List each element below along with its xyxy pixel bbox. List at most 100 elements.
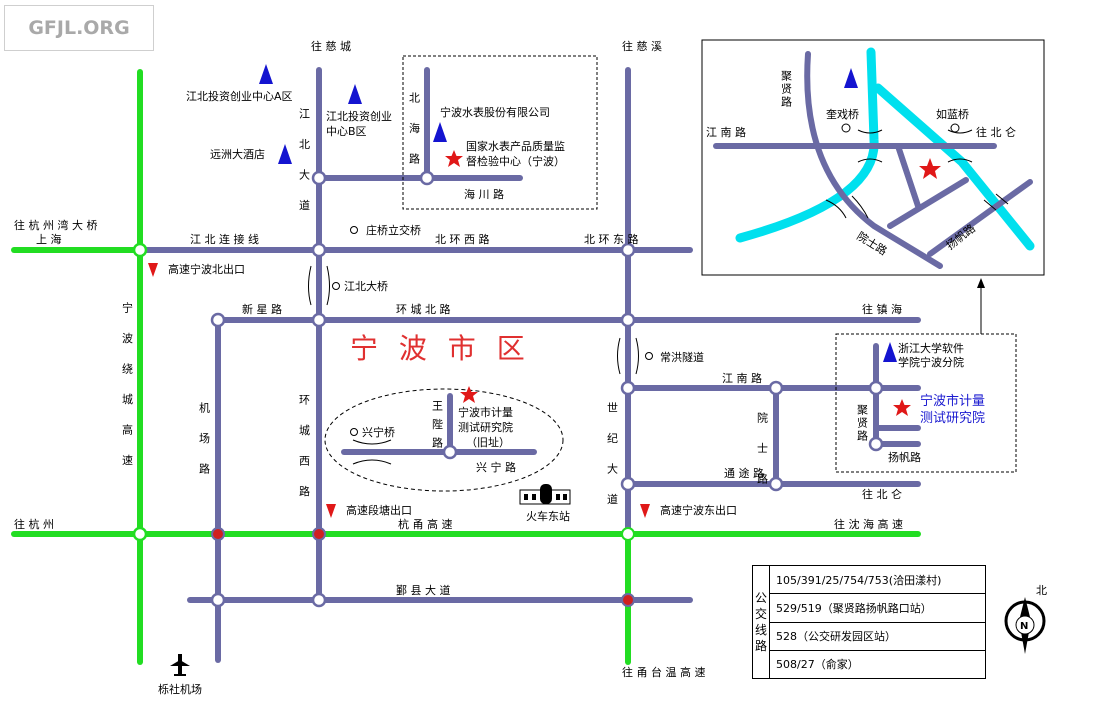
label-old-site-3: （旧址） (466, 435, 510, 449)
blue-triangle-icon (844, 68, 858, 88)
blue-triangle-icon (278, 144, 292, 164)
label-water-meter-co: 宁波水表股份有限公司 (440, 105, 550, 119)
inset-label-to-beilun: 往 北 仑 (976, 125, 1016, 139)
compass-north-label: 北 (1036, 584, 1047, 597)
star-markers (445, 150, 911, 416)
label-to-cixi: 往 慈 溪 (622, 39, 662, 53)
bridge-marks (308, 265, 639, 465)
inset-map (701, 39, 1045, 276)
label-jb-center-b1: 江北投资创业 (326, 109, 392, 123)
label-zhuangqiao: 庄桥立交桥 (366, 223, 421, 237)
label-to-hangzhou-bay: 往 杭 州 湾 大 桥 (14, 218, 97, 232)
label-qc-center-1: 国家水表产品质量监 (466, 139, 565, 153)
label-jiangbei-avenue: 江 北 大 道 (298, 108, 311, 219)
label-yuanshi: 院 士 路 (756, 411, 769, 492)
triangle-markers (259, 64, 897, 362)
label-shiji: 世 纪 大 道 (606, 402, 619, 513)
label-beihuan-west: 北 环 西 路 (435, 233, 490, 246)
water-meter-area (402, 55, 598, 210)
label-wangling: 王 陛 路 (431, 400, 444, 450)
compass-n-label: N (1020, 621, 1028, 632)
junctions (132, 170, 884, 608)
table-row: 508/27（俞家） (753, 649, 986, 680)
interchanges (211, 527, 635, 607)
label-exit-duantang: 高速段塘出口 (346, 503, 412, 517)
label-to-zhenhai: 往 镇 海 (862, 302, 902, 316)
red-star-icon (445, 150, 463, 167)
table-row: 公交线路 105/391/25/754/753(洽田漾村) (752, 564, 986, 679)
label-zju-1: 浙江大学软件 (898, 341, 964, 355)
compass-icon (1004, 597, 1046, 654)
bus-line-2: 529/519（聚贤路扬帆路口站） (769, 593, 986, 623)
label-beihuan-east: 北 环 东 路 (584, 233, 639, 246)
label-juxian-road: 聚贤路 (856, 404, 869, 443)
label-to-yongtaiwen: 往 甬 台 温 高 速 (622, 665, 705, 679)
airport-icon (170, 654, 190, 676)
exit-arrow-icon (640, 504, 650, 518)
label-lishe-airport: 栎社机场 (158, 682, 202, 696)
label-yuanzhou-hotel: 远洲大酒店 (210, 147, 265, 161)
label-jiangbei-bridge: 江北大桥 (344, 279, 388, 293)
label-to-shanghai: 上 海 (36, 232, 62, 246)
bus-line-4: 508/27（俞家） (769, 649, 986, 680)
label-old-site-2: 测试研究院 (458, 420, 513, 434)
small-circles (332, 226, 653, 436)
label-old-site-1: 宁波市计量 (458, 405, 513, 419)
label-yinxian: 鄞 县 大 道 (396, 583, 451, 597)
old-site-area (324, 388, 564, 492)
label-huancheng-west: 环 城 西 路 (298, 394, 311, 505)
label-jb-center-b2: 中心B区 (326, 125, 367, 138)
new-site-area (835, 333, 1017, 473)
exit-arrow-icon (148, 263, 158, 277)
label-qc-center-2: 督检验中心（宁波） (466, 154, 565, 168)
label-jiangbei-link: 江 北 连 接 线 (190, 232, 259, 246)
bus-lines-table: 公交线路 105/391/25/754/753(洽田漾村) 529/519（聚贤… (752, 564, 986, 680)
watermark-logo: GFJL.ORG (4, 5, 154, 51)
table-row: 529/519（聚贤路扬帆路口站） (753, 593, 986, 623)
label-xinxing: 新 星 路 (242, 302, 282, 316)
label-exit-east: 高速宁波东出口 (660, 503, 737, 517)
inset-label-kuixing: 奎戏桥 (826, 107, 859, 121)
label-to-ciluo: 往 慈 城 (311, 39, 351, 53)
exit-markers (148, 263, 650, 518)
bus-header-text: 公交线路 (754, 591, 767, 653)
blue-triangle-icon (348, 84, 362, 104)
map-title: 宁 波 市 区 (350, 332, 531, 365)
road-network (137, 67, 921, 663)
label-airport-road: 机 场 路 (198, 401, 211, 482)
label-zju-2: 学院宁波分院 (898, 355, 964, 369)
label-east-station: 火车东站 (526, 509, 570, 523)
label-ring-expressway: 宁 波 绕 城 高 速 (121, 301, 134, 474)
label-tongtu: 通 途 路 (724, 466, 764, 480)
label-xingning-road: 兴 宁 路 (476, 460, 516, 474)
blue-triangle-icon (259, 64, 273, 84)
bus-line-3: 528（公交研发园区站） (769, 621, 986, 651)
label-jb-center-a: 江北投资创业中心A区 (186, 89, 293, 103)
inset-label-rulan: 如蓝桥 (936, 107, 969, 121)
label-changhong-tunnel: 常洪隧道 (660, 350, 704, 364)
label-to-hangzhou: 往 杭 州 (14, 517, 54, 531)
inset-label-jiangnan: 江 南 路 (706, 126, 746, 139)
inset-pointer-arrow (977, 278, 985, 334)
bus-table-header: 公交线路 (752, 565, 770, 679)
label-beihai: 北 海 路 (408, 92, 421, 172)
blue-triangle-icon (433, 122, 447, 142)
red-star-icon (460, 386, 478, 403)
inset-label-juxian: 聚贤路 (780, 70, 793, 109)
red-star-icon (919, 158, 941, 179)
red-star-icon (893, 399, 911, 416)
train-station-icon (519, 484, 571, 505)
label-jiangnan: 江 南 路 (722, 372, 762, 385)
label-ninst-1: 宁波市计量 (920, 393, 985, 409)
table-row: 528（公交研发园区站） (753, 621, 986, 651)
label-hangyong: 杭 甬 高 速 (398, 517, 453, 531)
label-yangfan-road: 扬帆路 (888, 450, 921, 464)
bus-line-1: 105/391/25/754/753(洽田漾村) (769, 564, 986, 595)
blue-triangle-icon (883, 342, 897, 362)
label-haichuan: 海 川 路 (464, 187, 504, 201)
label-xingning-bridge: 兴宁桥 (362, 425, 395, 439)
label-to-shenhai: 往 沈 海 高 速 (834, 517, 903, 531)
label-ninst-2: 测试研究院 (920, 411, 985, 426)
exit-arrow-icon (326, 504, 336, 518)
